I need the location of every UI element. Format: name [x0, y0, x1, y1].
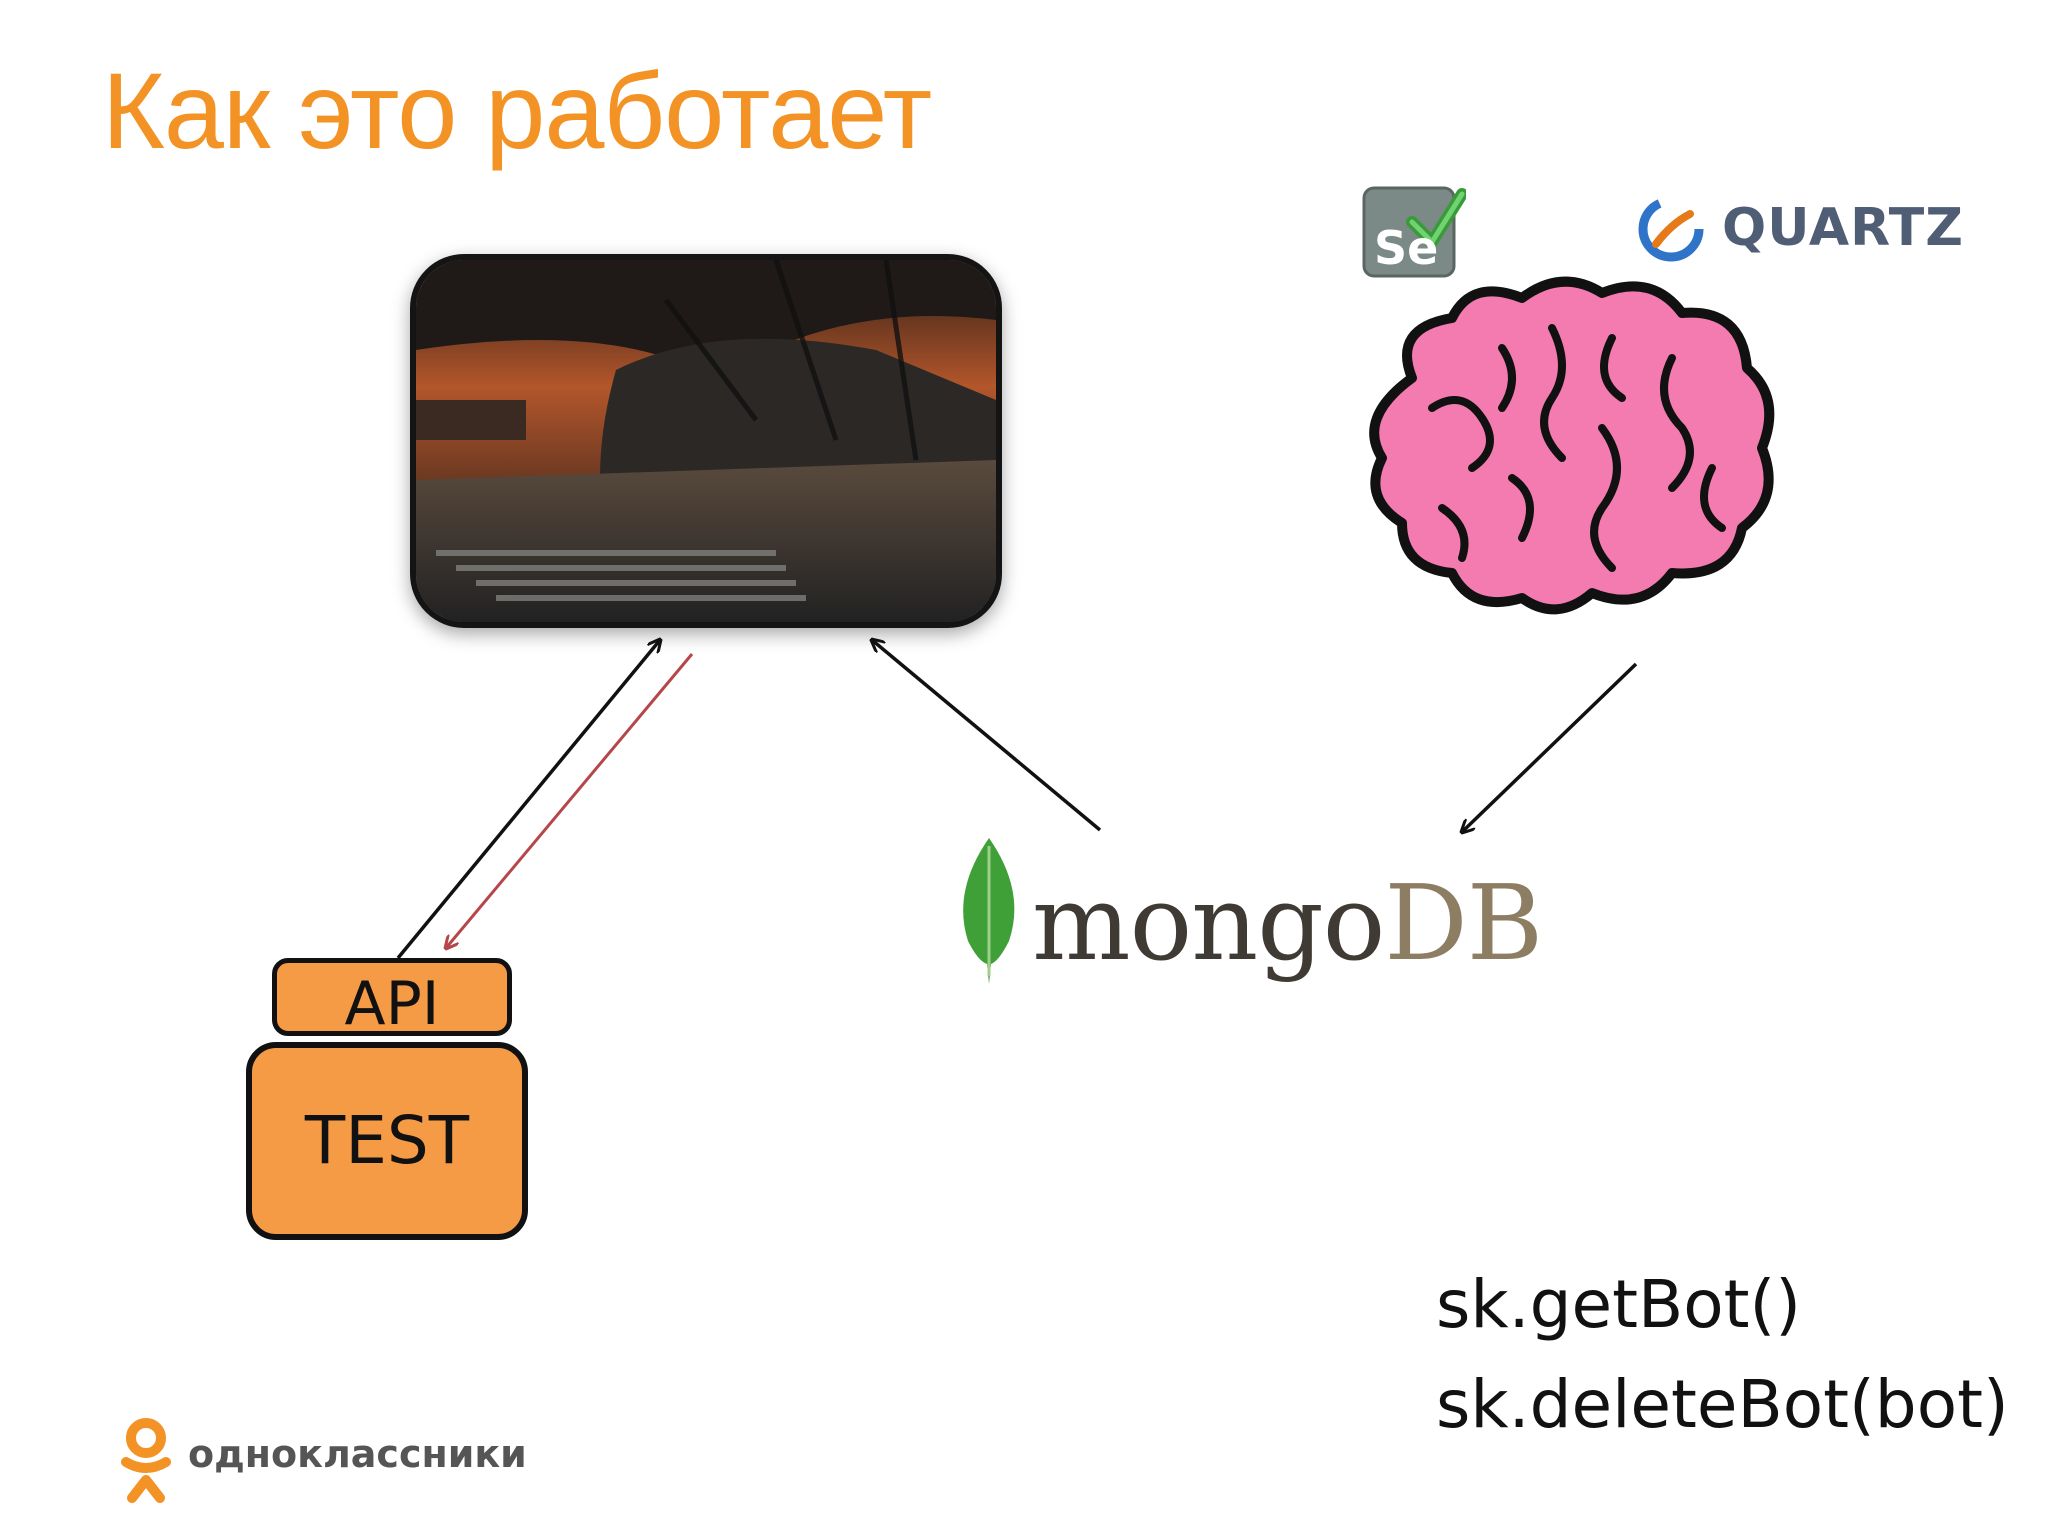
brain-image: [1352, 268, 1782, 628]
arrow-mongo-to-scene: [872, 640, 1102, 832]
selenium-text: Se: [1374, 221, 1438, 275]
code-line-deletebot: sk.deleteBot(bot): [1436, 1366, 2009, 1443]
mongodb-text-part2: DB: [1384, 862, 1543, 984]
mongodb-leaf-icon: [954, 836, 1024, 986]
selenium-logo: Se: [1362, 184, 1468, 282]
slide-title: Как это работает: [102, 50, 932, 171]
quartz-swirl-icon: [1636, 194, 1706, 264]
api-label: API: [344, 969, 440, 1039]
test-box: TEST: [246, 1042, 528, 1240]
odnoklassniki-logo-icon: [118, 1418, 174, 1504]
mongodb-text-part1: mongo: [1032, 862, 1385, 984]
mongodb-logo-text: mongoDB: [1032, 862, 1543, 984]
code-line-getbot: sk.getBot(): [1436, 1266, 1801, 1343]
arrow-api-to-scene: [396, 640, 660, 960]
scene-image: [410, 254, 1002, 628]
odnoklassniki-logo-text: одноклассники: [188, 1432, 527, 1476]
api-box: API: [272, 958, 512, 1039]
arrow-brain-to-mongo: [1462, 662, 1638, 832]
quartz-logo-text: QUARTZ: [1722, 198, 1964, 258]
test-label: TEST: [304, 1102, 470, 1179]
arrow-scene-to-api: [446, 653, 694, 948]
